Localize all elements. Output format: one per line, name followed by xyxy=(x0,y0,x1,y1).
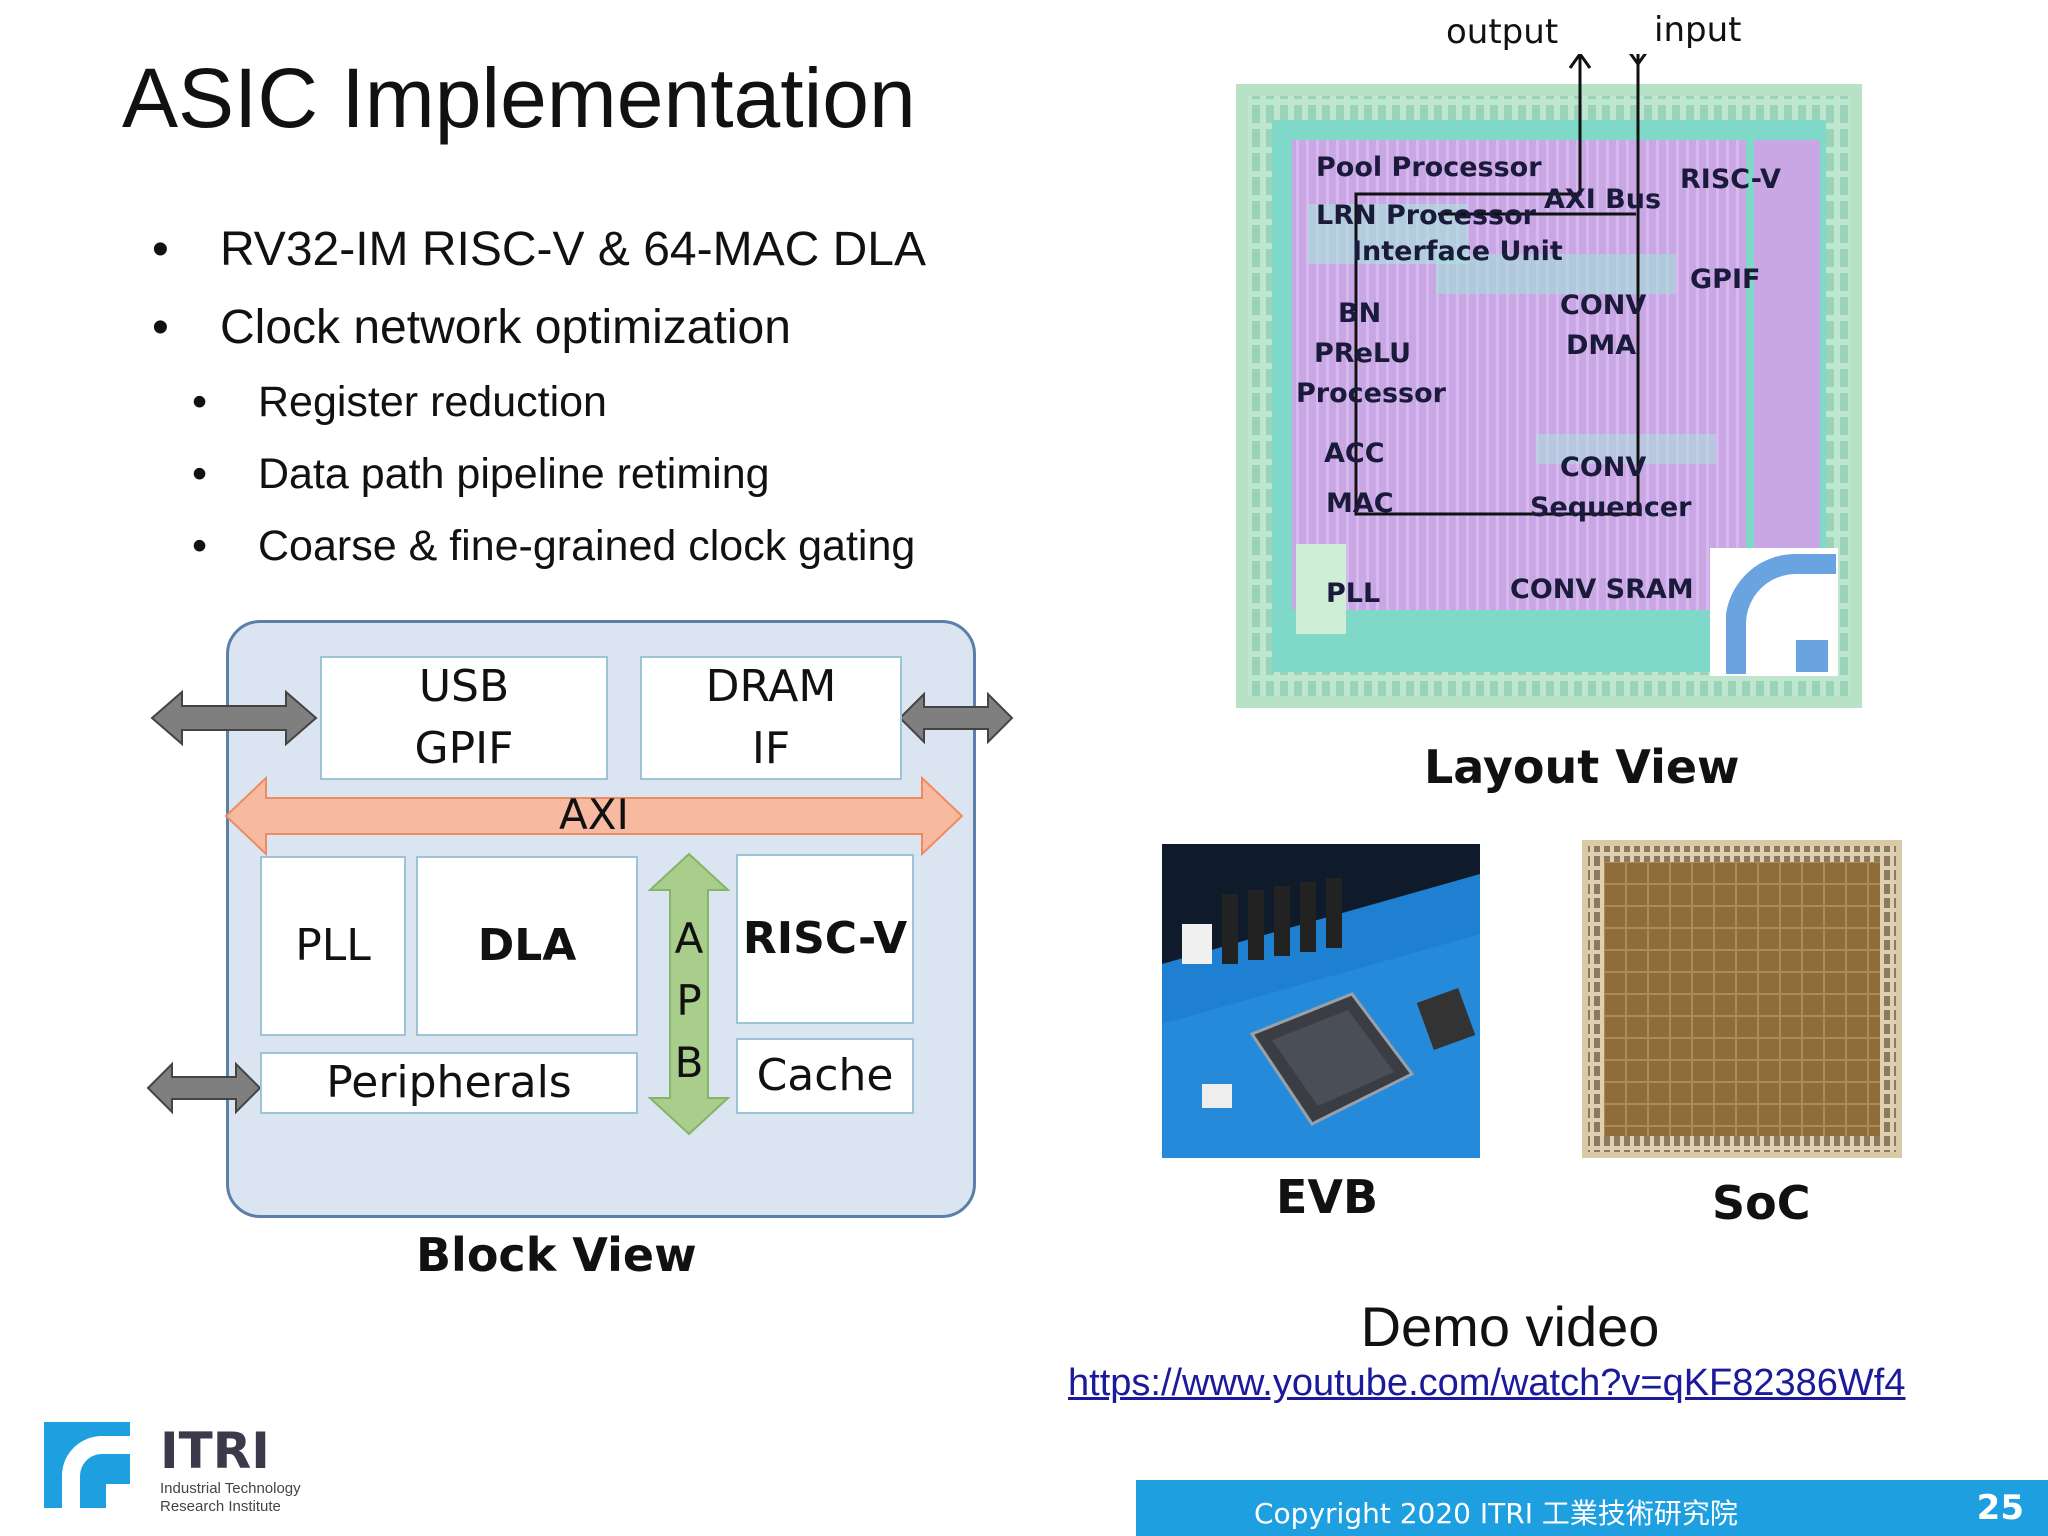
mac-label: MAC xyxy=(1326,488,1394,519)
conv-seq-label-1: CONV xyxy=(1560,452,1647,483)
dram-double-arrow xyxy=(898,691,1014,745)
bullet-dot: • xyxy=(152,223,169,276)
demo-video-link[interactable]: https://www.youtube.com/watch?v=qKF82386… xyxy=(1068,1362,1906,1404)
cache-label: Cache xyxy=(756,1050,894,1102)
itri-logo-line2: Research Institute xyxy=(160,1498,281,1515)
peripherals-label: Peripherals xyxy=(326,1057,572,1109)
evb-photo xyxy=(1162,844,1480,1158)
if-label: IF xyxy=(751,723,791,774)
apb-bus-arrow xyxy=(648,852,730,1136)
lrn-processor-label: LRN Processor xyxy=(1316,200,1536,231)
bullet-text: RV32-IM RISC-V & 64-MAC DLA xyxy=(220,223,926,276)
apb-letter: P xyxy=(676,976,702,1025)
usb-label: USB xyxy=(418,661,510,713)
bullet-dot: • xyxy=(192,378,208,426)
risc-v-block: RISC-V xyxy=(736,854,914,1024)
bullet-text: Data path pipeline retiming xyxy=(258,450,770,498)
bullet-dot: • xyxy=(192,450,208,498)
prelu-label: PReLU xyxy=(1314,338,1412,369)
bullet-dot: • xyxy=(152,301,169,354)
bullet-text: Coarse & fine-grained clock gating xyxy=(258,522,916,570)
bn-label: BN xyxy=(1338,298,1382,329)
soc-die-photo xyxy=(1582,840,1902,1158)
conv-dma-label-2: DMA xyxy=(1566,330,1637,361)
gpif-layout-label: GPIF xyxy=(1690,264,1761,295)
layout-view-caption: Layout View xyxy=(1424,740,1740,794)
page-number: 25 xyxy=(1976,1488,2024,1528)
copyright-text: Copyright 2020 ITRI 工業技術研究院 xyxy=(1254,1497,1738,1530)
pll-block: PLL xyxy=(260,856,406,1036)
apb-label: A P B xyxy=(648,908,730,1094)
interface-unit-label: Interface Unit xyxy=(1352,236,1563,267)
processor-label: Processor xyxy=(1296,378,1446,409)
peripherals-block: Peripherals xyxy=(260,1052,638,1114)
dla-block: DLA xyxy=(416,856,638,1036)
block-view-caption: Block View xyxy=(416,1228,697,1282)
conv-seq-label-2: Sequencer xyxy=(1530,492,1692,523)
slide-title: ASIC Implementation xyxy=(122,51,916,145)
usb-double-arrow xyxy=(150,689,318,747)
bullet-text: Clock network optimization xyxy=(220,301,791,354)
pll-label: PLL xyxy=(295,920,371,972)
itri-logo-mark xyxy=(44,1422,130,1508)
cache-block: Cache xyxy=(736,1038,914,1114)
risc-v-layout-label: RISC-V xyxy=(1680,164,1781,195)
dram-label: DRAM xyxy=(705,661,837,713)
bullet-dot: • xyxy=(192,522,208,570)
apb-letter: A xyxy=(674,914,704,963)
evb-caption: EVB xyxy=(1276,1170,1379,1224)
axi-bus-arrow xyxy=(224,776,964,856)
itri-logo-line1: Industrial Technology xyxy=(160,1480,301,1497)
pool-processor-label: Pool Processor xyxy=(1316,152,1542,183)
gpif-label: GPIF xyxy=(414,723,514,774)
conv-dma-label-1: CONV xyxy=(1560,290,1647,321)
dla-label: DLA xyxy=(477,920,577,972)
demo-video-title: Demo video xyxy=(1360,1295,1660,1358)
conv-sram-label: CONV SRAM xyxy=(1510,574,1694,605)
chip-layout-image xyxy=(1236,54,1862,708)
soc-caption: SoC xyxy=(1712,1176,1811,1230)
output-label: output xyxy=(1446,12,1559,52)
footer-bar: Copyright 2020 ITRI 工業技術研究院 25 xyxy=(1136,1480,2048,1536)
pll-layout-label: PLL xyxy=(1326,578,1381,609)
dram-if-block: DRAM IF xyxy=(640,656,902,780)
axi-bus-label: AXI Bus xyxy=(1544,184,1662,215)
acc-label: ACC xyxy=(1324,438,1385,469)
risc-v-label: RISC-V xyxy=(742,913,908,965)
axi-label: AXI xyxy=(559,790,629,839)
input-label: input xyxy=(1654,10,1742,50)
apb-letter: B xyxy=(674,1038,704,1087)
bullet-text: Register reduction xyxy=(258,378,607,426)
usb-gpif-block: USB GPIF xyxy=(320,656,608,780)
itri-logo-name: ITRI xyxy=(160,1422,270,1480)
peripherals-double-arrow xyxy=(146,1061,262,1115)
